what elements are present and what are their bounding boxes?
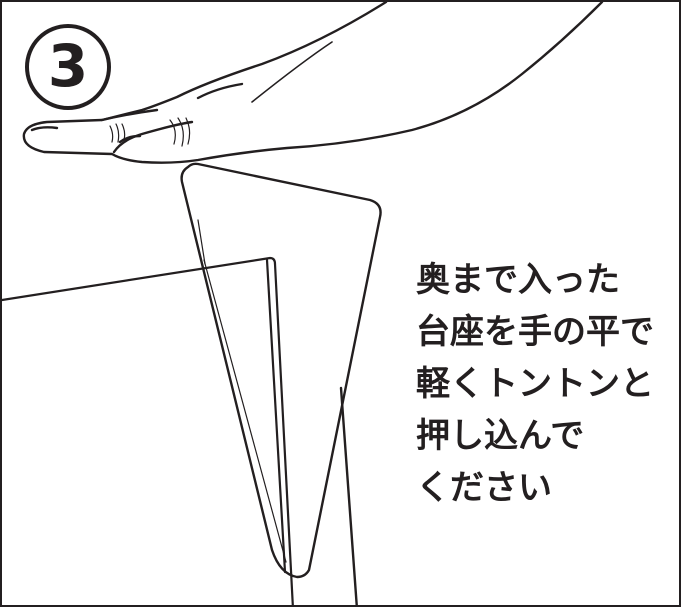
instruction-line: 押し込んで [416, 416, 585, 456]
instruction-line: 奥まで入った [416, 260, 620, 300]
stand-base-illustration [180, 162, 382, 605]
instruction-text: 奥まで入った 台座を手の平で 軽くトントンと 押し込んで ください [416, 254, 678, 514]
instruction-line: 軽くトントンと [416, 364, 654, 404]
panel-illustration [2, 256, 294, 605]
instruction-line: 台座を手の平で [416, 312, 654, 352]
step-number: 3 [47, 32, 89, 100]
instruction-line: ください [416, 468, 552, 508]
hand-illustration [22, 2, 604, 164]
step-number-badge: 3 [25, 24, 111, 110]
